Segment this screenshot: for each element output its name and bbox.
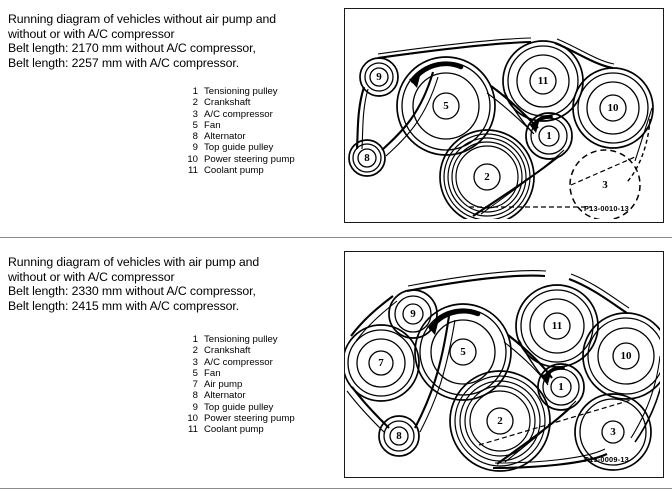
legend-number: 2	[192, 97, 198, 109]
legend-number: 8	[192, 131, 198, 143]
page-bottom-rule	[0, 488, 672, 489]
pulley-number-11: 11	[538, 75, 548, 87]
legend-label: Crankshaft	[204, 97, 251, 109]
pulley-number-5: 5	[443, 100, 449, 112]
legend-number: 1	[192, 86, 198, 97]
legend-number: 5	[192, 367, 198, 379]
legend-item: 1 Tensioning pulley	[178, 334, 295, 345]
panel-top-reference-code: P13-0010-13	[584, 204, 629, 213]
panel-divider	[0, 237, 672, 238]
pulley-number-10: 10	[621, 350, 633, 362]
legend-label: Tensioning pulley	[204, 86, 278, 97]
pulley-10	[582, 312, 660, 400]
legend-item: 11 Coolant pump	[178, 165, 295, 176]
pulley-number-11: 11	[552, 320, 562, 332]
pulley-number-7: 7	[378, 357, 384, 369]
legend-item: 9 Top guide pulley	[178, 142, 295, 153]
belt-routing-svg: 9 7 8 5 2 11 1 10 3	[345, 270, 660, 472]
panel-bottom-legend: 1 Tensioning pulley 2 Crankshaft 3 A/C c…	[178, 334, 295, 436]
legend-number: 1	[192, 334, 198, 345]
legend-item: 3 A/C compressor	[178, 109, 295, 120]
pulley-number-10: 10	[608, 102, 620, 114]
diagram-panel-without-air-pump: Running diagram of vehicles without air …	[0, 0, 672, 237]
pulley-9	[359, 57, 399, 97]
legend-number: 5	[192, 119, 198, 131]
pulley-number-1: 1	[546, 130, 552, 142]
legend-number: 3	[192, 108, 198, 120]
legend-label: Alternator	[204, 390, 246, 402]
pulley-number-9: 9	[410, 308, 416, 320]
pulley-number-9: 9	[376, 71, 382, 83]
pulley-8	[378, 415, 420, 457]
pulley-2	[439, 129, 535, 219]
pulley-7	[345, 324, 420, 402]
panel-top-text-column: Running diagram of vehicles without air …	[8, 12, 338, 70]
legend-number: 10	[187, 413, 198, 425]
pulley-2	[449, 370, 551, 472]
legend-item: 8 Alternator	[178, 390, 295, 401]
legend-label: Top guide pulley	[204, 401, 274, 413]
belt-routing-diagram-with-air-pump: 9 7 8 5 2 11 1 10 3	[344, 251, 664, 478]
pulley-8	[348, 139, 386, 177]
legend-label: Coolant pump	[204, 424, 264, 436]
legend-number: 10	[187, 153, 198, 165]
legend-number: 3	[192, 356, 198, 368]
panel-top-legend: 1 Tensioning pulley 2 Crankshaft 3 A/C c…	[178, 86, 295, 176]
legend-item: 2 Crankshaft	[178, 345, 295, 356]
legend-label: Fan	[204, 367, 221, 379]
legend-item: 1 Tensioning pulley	[178, 86, 295, 97]
legend-item: 8 Alternator	[178, 131, 295, 142]
legend-item: 9 Top guide pulley	[178, 402, 295, 413]
legend-label: Air pump	[204, 379, 243, 391]
legend-item: 5 Fan	[178, 368, 295, 379]
legend-label: Coolant pump	[204, 165, 264, 177]
legend-label: Top guide pulley	[204, 142, 274, 154]
pulley-number-3: 3	[610, 426, 616, 438]
legend-number: 7	[192, 379, 198, 391]
pulley-9	[388, 289, 438, 339]
panel-bottom-text-column: Running diagram of vehicles with air pum…	[8, 255, 338, 313]
legend-item: 10 Power steering pump	[178, 153, 295, 165]
legend-label: A/C compressor	[204, 356, 273, 368]
pulley-number-2: 2	[484, 171, 490, 183]
legend-item: 3 A/C compressor	[178, 357, 295, 368]
pulley-number-5: 5	[460, 346, 466, 358]
legend-number: 11	[188, 424, 198, 436]
legend-label: Power steering pump	[204, 153, 295, 165]
pulley-1	[525, 112, 573, 160]
pulley-number-8: 8	[364, 152, 370, 164]
pulley-number-2: 2	[497, 415, 503, 427]
panel-bottom-reference-code: P13-0009-13	[584, 455, 629, 464]
legend-label: Fan	[204, 119, 221, 131]
legend-number: 9	[192, 142, 198, 154]
legend-number: 8	[192, 390, 198, 402]
diagram-panel-with-air-pump: Running diagram of vehicles with air pum…	[0, 239, 672, 491]
belt-routing-diagram-without-air-pump: 9 8 5 2 11 1 10 3	[344, 8, 664, 223]
pulley-number-1: 1	[558, 381, 564, 393]
pulley-1	[537, 363, 585, 411]
pulley-3	[569, 149, 641, 219]
legend-item: 5 Fan	[178, 120, 295, 131]
pulley-10	[572, 67, 654, 149]
legend-label: Crankshaft	[204, 345, 251, 357]
pulley-number-8: 8	[396, 430, 402, 442]
pulley-3	[574, 393, 652, 471]
panel-bottom-title: Running diagram of vehicles with air pum…	[8, 255, 260, 313]
legend-label: Tensioning pulley	[204, 334, 278, 345]
panel-top-title: Running diagram of vehicles without air …	[8, 12, 276, 70]
legend-item: 2 Crankshaft	[178, 97, 295, 108]
legend-label: A/C compressor	[204, 108, 273, 120]
pulley-number-3: 3	[602, 179, 608, 191]
legend-item: 10 Power steering pump	[178, 413, 295, 425]
legend-item: 11 Coolant pump	[178, 424, 295, 435]
legend-label: Power steering pump	[204, 413, 295, 425]
legend-item: 7 Air pump	[178, 379, 295, 390]
legend-number: 2	[192, 345, 198, 357]
pulley-11	[515, 284, 599, 368]
pulley-5	[396, 56, 496, 156]
legend-number: 9	[192, 401, 198, 413]
legend-number: 11	[188, 165, 198, 177]
belt-routing-svg: 9 8 5 2 11 1 10 3	[348, 37, 654, 219]
legend-label: Alternator	[204, 131, 246, 143]
